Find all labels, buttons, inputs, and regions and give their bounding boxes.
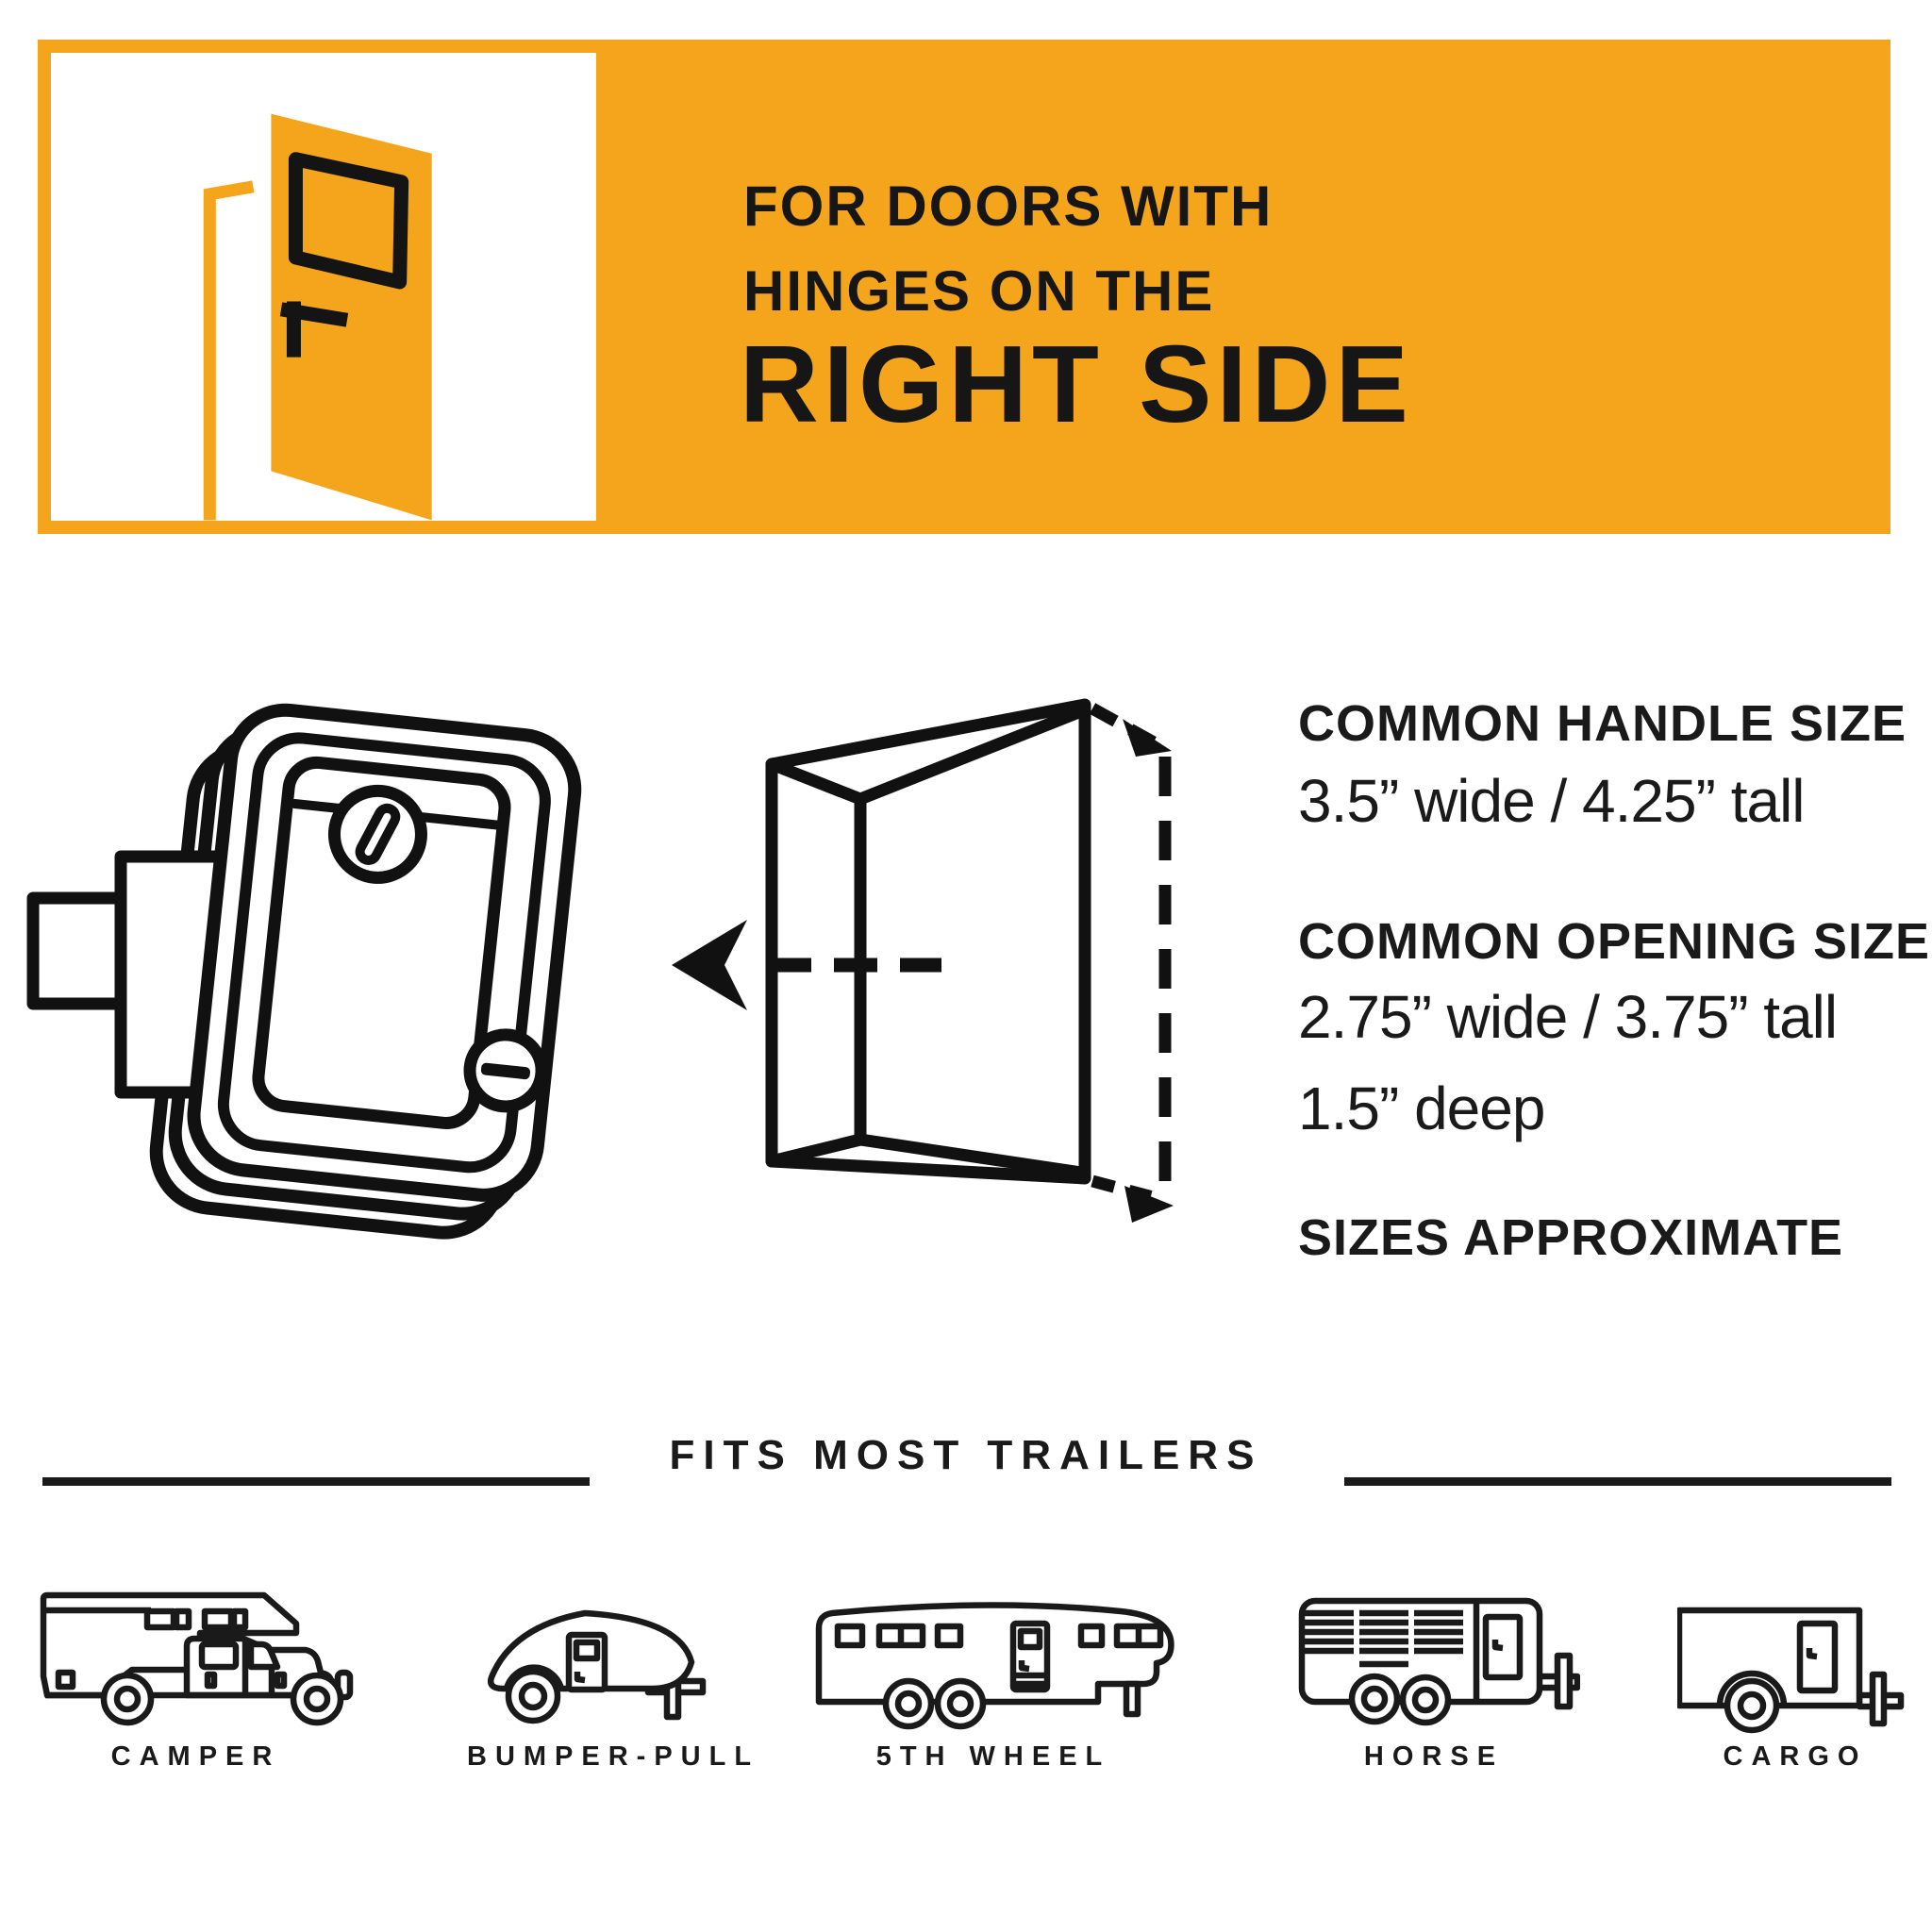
trailer-label-cargo: CARGO — [1723, 1741, 1868, 1772]
trailer-5th-wheel — [809, 1594, 1177, 1731]
door-opening-drawing — [765, 698, 1172, 1204]
trailer-cargo — [1677, 1596, 1913, 1738]
horse-trailer-icon — [1298, 1597, 1580, 1726]
trailer-camper — [38, 1590, 354, 1731]
latch-and-opening-diagram — [26, 698, 1174, 1240]
header-banner: FOR DOORS WITH HINGES ON THE RIGHT SIDE — [38, 40, 1890, 534]
banner-line-3: RIGHT SIDE — [740, 323, 1413, 445]
rv-latch-drawing — [26, 703, 582, 1240]
banner-title-lines: FOR DOORS WITH HINGES ON THE — [743, 164, 1273, 334]
opening-size-label: COMMON OPENING SIZE — [1298, 913, 1931, 970]
depth-value: 1.5” deep — [1298, 1074, 1545, 1142]
door-logo-box — [51, 53, 596, 521]
handle-size-value: 3.5” wide / 4.25” tall — [1298, 767, 1805, 835]
trailer-horse — [1288, 1592, 1580, 1729]
divider-line-right — [1344, 1477, 1891, 1486]
trailer-label-camper: CAMPER — [110, 1741, 281, 1772]
depth-arrowhead-bottom — [1124, 1186, 1174, 1223]
banner-line-1: FOR DOORS WITH — [743, 175, 1274, 238]
open-door-icon — [203, 113, 432, 521]
left-arrow-icon — [672, 920, 747, 1010]
teardrop-trailer-icon — [488, 1609, 707, 1724]
depth-arrowhead-top — [1123, 719, 1172, 757]
camper-truck-icon — [40, 1591, 354, 1726]
trailer-label-bumper-pull: BUMPER-PULL — [467, 1741, 760, 1772]
trailer-label-horse: HORSE — [1363, 1741, 1505, 1772]
opening-size-value: 2.75” wide / 3.75” tall — [1298, 983, 1838, 1051]
cargo-trailer-icon — [1677, 1607, 1905, 1734]
trailer-label-5th-wheel: 5TH WHEEL — [875, 1741, 1111, 1772]
latch-handle-panel — [252, 756, 511, 1129]
trailer-bumper-pull — [467, 1594, 708, 1731]
divider-line-left — [42, 1477, 590, 1486]
sizes-approximate-note: SIZES APPROXIMATE — [1298, 1209, 1844, 1266]
banner-line-2: HINGES ON THE — [743, 259, 1215, 323]
fifth-wheel-trailer-icon — [815, 1602, 1174, 1730]
handle-size-label: COMMON HANDLE SIZE — [1298, 695, 1907, 752]
fits-most-trailers-title: FITS MOST TRAILERS — [669, 1432, 1263, 1478]
latch-bolt — [26, 891, 134, 1010]
